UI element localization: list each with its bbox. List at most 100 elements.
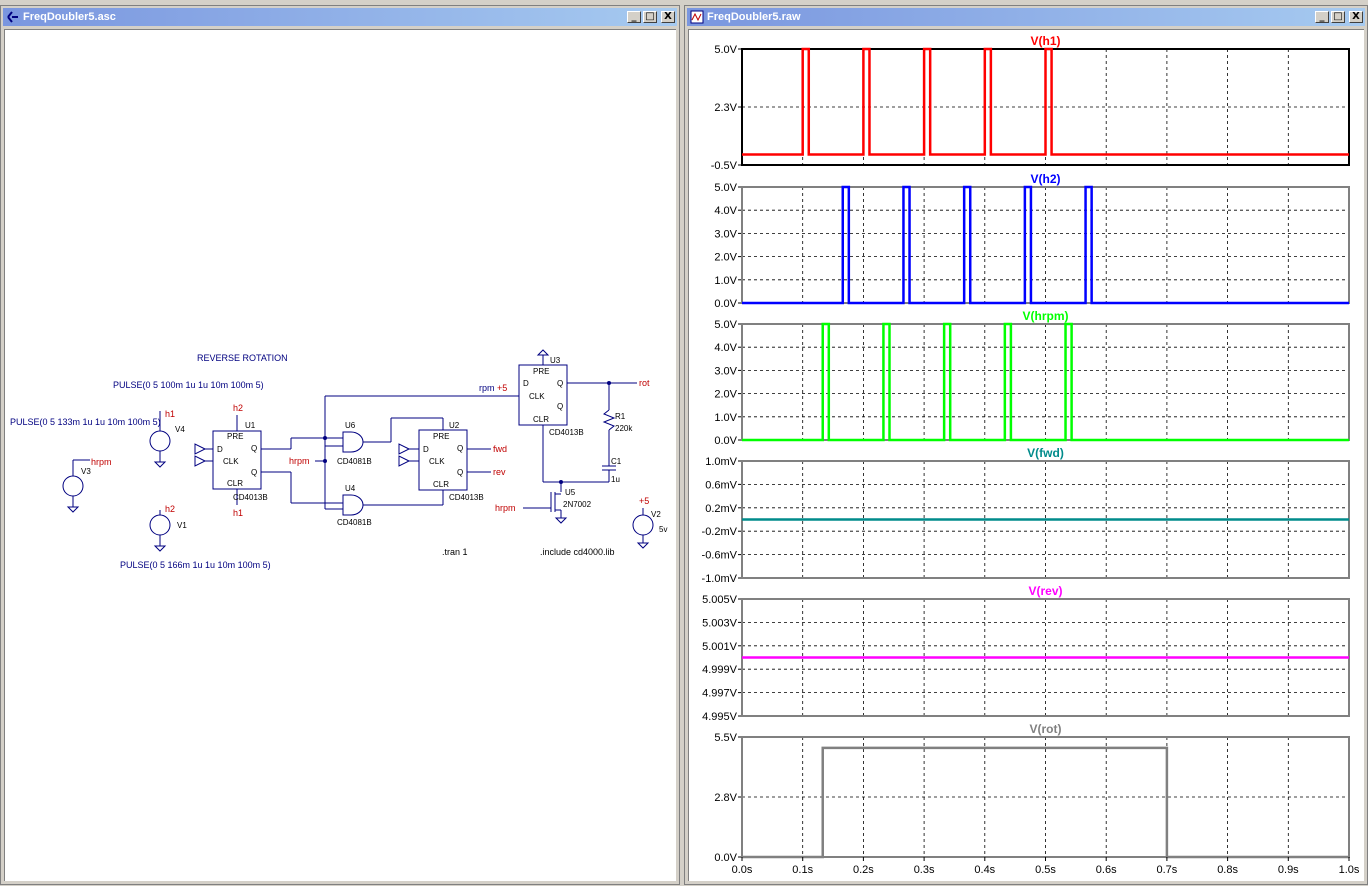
u1-pre: PRE <box>227 432 243 441</box>
maximize-icon: □ <box>1333 11 1343 22</box>
u2-clk: CLK <box>429 457 445 466</box>
u2-q: Q <box>457 444 463 453</box>
tran-directive: .tran 1 <box>442 547 468 557</box>
u4-label: U4 <box>345 484 356 493</box>
c1-label: C1 <box>611 457 622 466</box>
r1-label: R1 <box>615 412 626 421</box>
u2-pre: PRE <box>433 432 449 441</box>
y-tick-label: 5.001V <box>702 641 738 653</box>
u3-qbar: Q <box>557 402 563 411</box>
x-tick-label: 0.9s <box>1278 864 1299 876</box>
u6-part: CD4081B <box>337 457 372 466</box>
x-tick-label: 1.0s <box>1339 864 1360 876</box>
y-tick-label: 5.5V <box>714 732 737 744</box>
schematic-titlebar[interactable]: FreqDoubler5.asc _ □ X <box>3 8 677 26</box>
close-button[interactable]: X <box>661 11 675 23</box>
close-button[interactable]: X <box>1349 11 1363 23</box>
y-tick-label: 5.005V <box>702 594 738 606</box>
h1-netlabel-v4: h1 <box>165 409 175 419</box>
maximize-icon: □ <box>645 11 655 22</box>
u3-part: CD4013B <box>549 428 584 437</box>
u1-qbar: Q <box>251 468 257 477</box>
u1-q: Q <box>251 444 257 453</box>
fwd-netlabel: fwd <box>493 444 507 454</box>
pane-title: V(rot) <box>1030 722 1062 736</box>
hrpm-netlabel-v3: hrpm <box>91 457 112 467</box>
x-tick-label: 0.8s <box>1217 864 1238 876</box>
pulse-v4-directive: PULSE(0 5 100m 1u 1u 10m 100m 5) <box>113 380 264 390</box>
u5-part: 2N7002 <box>563 500 592 509</box>
series-line <box>742 185 1349 305</box>
minimize-button[interactable]: _ <box>627 11 641 23</box>
u2-d: D <box>423 445 429 454</box>
waveform-plots[interactable]: V(h1)5.0V2.3V-0.5VV(h2)5.0V4.0V3.0V2.0V1… <box>689 30 1365 882</box>
y-tick-label: 2.0V <box>714 252 737 264</box>
u2-qbar: Q <box>457 468 463 477</box>
schematic-window[interactable]: FreqDoubler5.asc _ □ X REVERSE ROTATION … <box>0 5 680 885</box>
u1-d: D <box>217 445 223 454</box>
y-tick-label: 0.0V <box>714 298 737 310</box>
pane-title: V(hrpm) <box>1023 309 1069 323</box>
minimize-icon: _ <box>631 11 637 22</box>
v4-label: V4 <box>175 425 185 434</box>
u3-d: D <box>523 379 529 388</box>
h2-netlabel-v1: h2 <box>165 504 175 514</box>
minimize-button[interactable]: _ <box>1315 11 1329 23</box>
y-tick-label: 4.999V <box>702 664 738 676</box>
y-tick-label: 2.8V <box>714 792 737 804</box>
plus5-v2: +5 <box>639 496 649 506</box>
y-tick-label: 1.0mV <box>705 456 737 468</box>
y-tick-label: 0.0V <box>714 852 737 864</box>
include-directive: .include cd4000.lib <box>540 547 615 557</box>
close-icon: X <box>664 11 672 22</box>
waveform-titlebar[interactable]: FreqDoubler5.raw _ □ X <box>687 8 1365 26</box>
u3-clk: CLK <box>529 392 545 401</box>
hrpm-netlabel-u5: hrpm <box>495 503 516 513</box>
y-tick-label: 5.003V <box>702 617 738 629</box>
y-tick-label: -1.0mV <box>702 573 738 585</box>
y-tick-label: 3.0V <box>714 228 737 240</box>
h1-netlabel-u1: h1 <box>233 508 243 518</box>
x-tick-label: 0.0s <box>732 864 753 876</box>
y-tick-label: 5.0V <box>714 182 737 194</box>
schematic-drawing[interactable]: REVERSE ROTATION PULSE(0 5 100m 1u 1u 10… <box>5 30 677 882</box>
v2-value: 5v <box>659 525 667 534</box>
pane-title: V(rev) <box>1028 584 1062 598</box>
u3-q: Q <box>557 379 563 388</box>
y-tick-label: 0.0V <box>714 435 737 447</box>
v1-label: V1 <box>177 521 187 530</box>
h2-netlabel-u1: h2 <box>233 403 243 413</box>
schematic-icon <box>7 11 18 23</box>
maximize-button[interactable]: □ <box>643 11 657 23</box>
x-tick-label: 0.3s <box>914 864 935 876</box>
x-tick-label: 0.2s <box>853 864 874 876</box>
series-line <box>742 47 1349 156</box>
u2-part: CD4013B <box>449 493 484 502</box>
schematic-canvas[interactable]: REVERSE ROTATION PULSE(0 5 100m 1u 1u 10… <box>4 29 676 881</box>
u3-label: U3 <box>550 356 561 365</box>
pane-title: V(h2) <box>1031 172 1061 186</box>
c1-value: 1u <box>611 475 620 484</box>
pulse-v1-directive: PULSE(0 5 166m 1u 1u 10m 100m 5) <box>120 560 271 570</box>
x-tick-label: 0.6s <box>1096 864 1117 876</box>
x-tick-label: 0.5s <box>1035 864 1056 876</box>
y-tick-label: 1.0V <box>714 275 737 287</box>
r1-value: 220k <box>615 424 633 433</box>
y-tick-label: 5.0V <box>714 44 737 56</box>
u4-part: CD4081B <box>337 518 372 527</box>
v3-label: V3 <box>81 467 91 476</box>
y-tick-label: 2.3V <box>714 102 737 114</box>
y-tick-label: 0.6mV <box>705 479 737 491</box>
u1-label: U1 <box>245 421 256 430</box>
maximize-button[interactable]: □ <box>1331 11 1345 23</box>
u1-clr: CLR <box>227 479 243 488</box>
v2-label: V2 <box>651 510 661 519</box>
u3-clr: CLR <box>533 415 549 424</box>
schematic-title: FreqDoubler5.asc <box>23 11 116 23</box>
y-tick-label: 4.0V <box>714 342 737 354</box>
y-tick-label: 4.995V <box>702 711 738 723</box>
pulse-v3-directive: PULSE(0 5 133m 1u 1u 10m 100m 5) <box>10 417 161 427</box>
u1-part: CD4013B <box>233 493 268 502</box>
